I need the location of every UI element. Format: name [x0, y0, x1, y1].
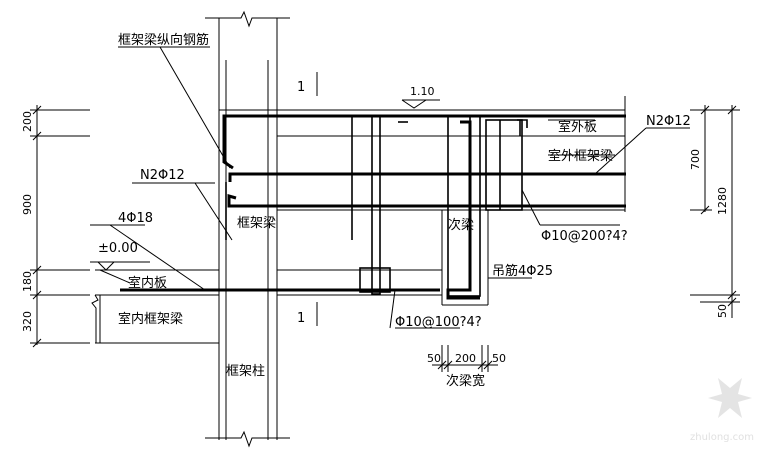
frame-column-label: 框架柱	[226, 364, 265, 379]
dim-900: 900	[21, 194, 34, 215]
watermark-text: zhulong.com	[690, 432, 754, 443]
watermark: zhulong.com	[690, 378, 754, 443]
dim-200: 200	[21, 111, 34, 132]
dim-200-bottom: 200	[455, 352, 476, 365]
dim-50-right: 50	[716, 304, 729, 318]
break-mark-bottom	[205, 430, 290, 448]
frame-column	[205, 10, 290, 448]
leader-lines	[90, 46, 690, 329]
hanger-bars	[446, 120, 480, 300]
hanger-bars-label: 吊筋4Φ25	[492, 263, 553, 279]
outdoor-frame-beam-label: 室外框架梁	[548, 148, 613, 164]
dim-1280: 1280	[716, 187, 729, 215]
bottom-longitudinal-bar	[227, 194, 626, 208]
elevation-110: 1.10	[401, 85, 440, 109]
dim-50-bottom-right: 50	[492, 352, 506, 365]
indoor-slab-label: 室内板	[128, 275, 167, 291]
dim-320: 320	[21, 311, 34, 332]
n2phi12-left-label: N2Φ12	[140, 168, 185, 183]
labels: 框架梁纵向钢筋 N2Φ12 框架梁 4Φ18 室内板 室内框架梁 框架柱 室外板…	[118, 32, 691, 389]
outdoor-slab-label: 室外板	[558, 119, 597, 135]
break-mark-top	[205, 10, 290, 28]
indoor-frame-beam-label: 室内框架梁	[118, 311, 183, 327]
dim-50-bottom-left: 50	[427, 352, 441, 365]
left-dimension-chain: 200 900 180 320	[21, 105, 90, 348]
secondary-beam-width-label: 次梁宽	[446, 373, 485, 389]
bottom-dimension-chain: 50 200 50	[427, 345, 506, 372]
elevation-110-label: 1.10	[410, 85, 435, 98]
dim-180: 180	[21, 271, 34, 292]
secondary-beam-label: 次梁	[448, 217, 474, 233]
dim-700: 700	[689, 149, 702, 170]
section-mark: 1 1	[297, 72, 318, 326]
elevation-zero: ±0.00	[90, 241, 150, 271]
frame-beam-long-rebar-label: 框架梁纵向钢筋	[118, 32, 209, 48]
frame-beam-label: 框架梁	[237, 216, 276, 231]
stirrup-200-label: Φ10@200?4?	[541, 229, 628, 244]
section-mark-top-label: 1	[297, 80, 305, 95]
right-dimension-chain: 700 1280 50	[689, 105, 740, 318]
stirrup-100-label: Φ10@100?4?	[395, 315, 482, 330]
n2phi12-right-label: N2Φ12	[646, 114, 691, 129]
middle-bar	[228, 172, 626, 182]
beam-outline	[91, 96, 626, 344]
elevation-zero-label: ±0.00	[98, 241, 138, 256]
phi18-label: 4Φ18	[118, 211, 153, 226]
section-mark-bottom-label: 1	[297, 311, 305, 326]
